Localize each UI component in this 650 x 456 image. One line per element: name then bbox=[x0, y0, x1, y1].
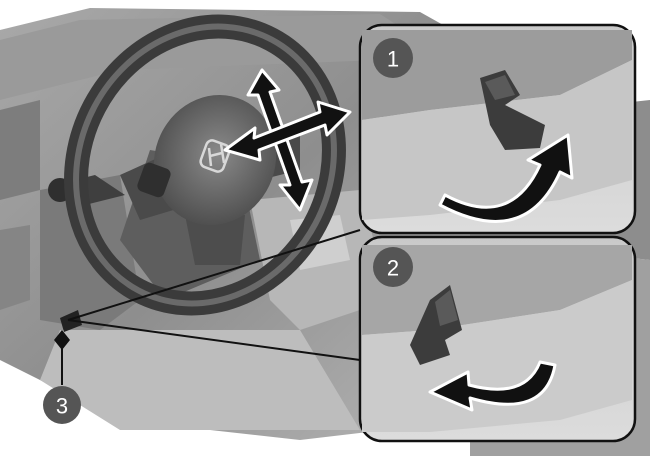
steering-wheel-logo-icon bbox=[199, 139, 231, 173]
callout-1-badge: 1 bbox=[373, 38, 413, 78]
callout-3-label: 3 bbox=[56, 394, 68, 419]
detail-panel-2: 2 bbox=[358, 235, 637, 443]
curved-arrow-down-icon bbox=[428, 360, 557, 412]
detail-panel-1: 1 bbox=[358, 23, 637, 235]
callout-2-badge: 2 bbox=[373, 247, 413, 287]
callout-3-badge: 3 bbox=[43, 386, 81, 424]
lever-pointer bbox=[54, 229, 361, 385]
curved-arrow-up-icon bbox=[438, 133, 574, 223]
four-way-arrows-icon bbox=[223, 68, 352, 212]
callout-2-label: 2 bbox=[387, 256, 399, 281]
callout-1-label: 1 bbox=[387, 47, 399, 72]
